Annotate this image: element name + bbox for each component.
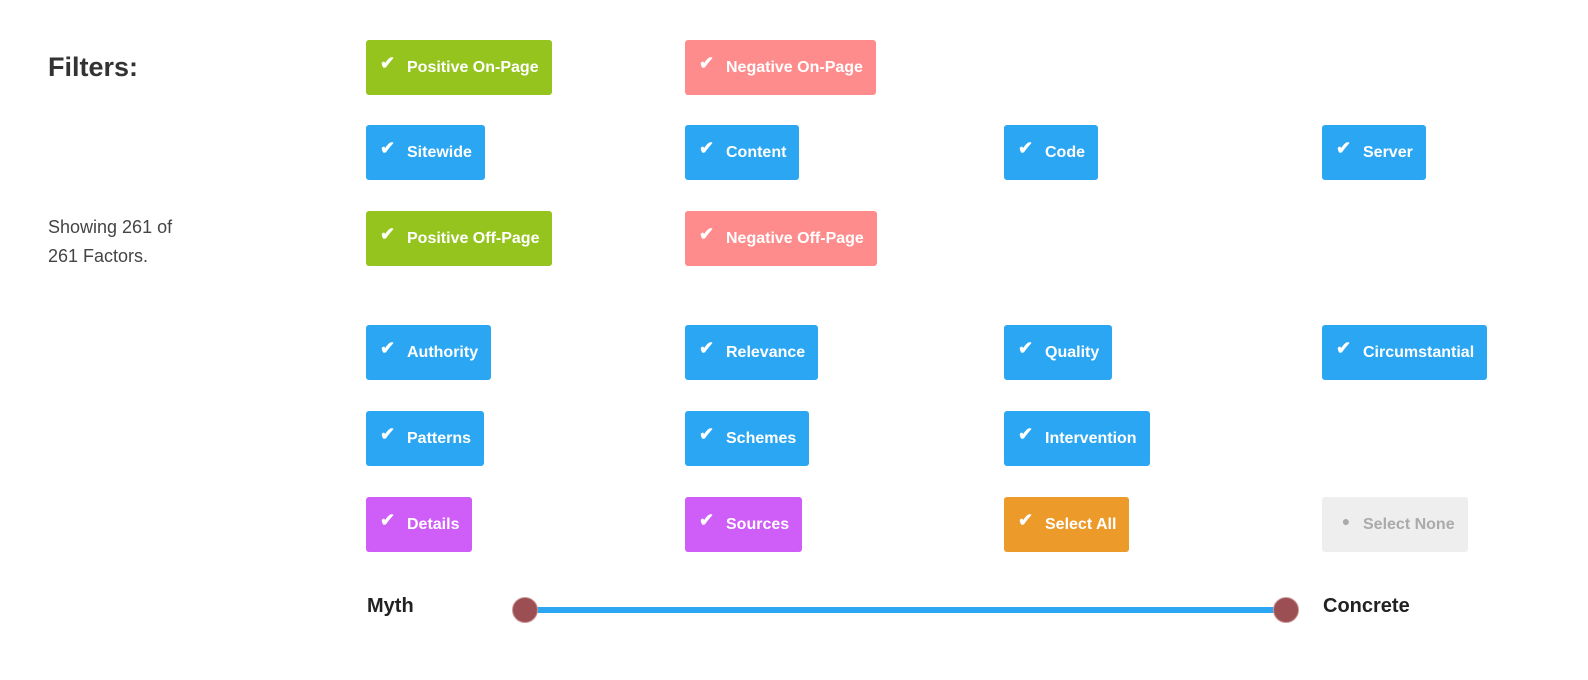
filter-sitewide-button[interactable]: ✔ Sitewide — [366, 125, 485, 180]
filter-sources-button[interactable]: ✔ Sources — [685, 497, 803, 552]
filter-label: Authority — [407, 343, 479, 361]
check-icon: ✔ — [380, 424, 396, 444]
slider-handle-low[interactable] — [512, 597, 538, 623]
check-icon: ✔ — [1018, 138, 1034, 158]
filter-positive-off-page-button[interactable]: ✔ Positive Off-Page — [366, 211, 553, 266]
filter-label: Details — [407, 515, 460, 533]
filter-row: ✔ Authority ✔ Relevance ✔ Quality ✔ Circumstant… — [366, 325, 1566, 380]
filter-label: Quality — [1045, 343, 1100, 361]
check-icon: ✔ — [699, 138, 715, 158]
filter-quality-button[interactable]: ✔ Quality — [1004, 325, 1113, 380]
filter-label: Select None — [1363, 515, 1455, 533]
check-icon: ✔ — [380, 224, 396, 244]
slider-max-label: Concrete — [1323, 595, 1410, 617]
filter-label: Negative On-Page — [726, 58, 863, 76]
filter-row: ✔ Positive Off-Page ✔ Negative Off-Page — [366, 211, 1566, 266]
filter-circumstantial-button[interactable]: ✔ Circumstantial — [1322, 325, 1488, 380]
filter-label: Schemes — [726, 429, 797, 447]
filter-label: Select All — [1045, 515, 1117, 533]
slider-min-label: Myth — [367, 595, 414, 617]
filter-label: Circumstantial — [1363, 343, 1475, 361]
filter-schemes-button[interactable]: ✔ Schemes — [685, 411, 810, 466]
check-icon: ✔ — [699, 510, 715, 530]
filter-authority-button[interactable]: ✔ Authority — [366, 325, 492, 380]
filter-label: Server — [1363, 143, 1413, 161]
filter-row: ✔ Patterns ✔ Schemes ✔ Intervention — [366, 411, 1566, 466]
filter-relevance-button[interactable]: ✔ Relevance — [685, 325, 819, 380]
check-icon: ✔ — [1018, 424, 1034, 444]
slider-handle-high[interactable] — [1273, 597, 1299, 623]
filter-label: Intervention — [1045, 429, 1137, 447]
filter-label: Sitewide — [407, 143, 472, 161]
filter-select-all-button[interactable]: ✔ Select All — [1004, 497, 1130, 552]
filter-label: Positive On-Page — [407, 58, 539, 76]
filter-row: ✔ Positive On-Page ✔ Negative On-Page — [366, 40, 1566, 95]
filter-label: Content — [726, 143, 787, 161]
filter-label: Positive Off-Page — [407, 229, 540, 247]
slider-track[interactable] — [525, 607, 1286, 613]
filter-negative-on-page-button[interactable]: ✔ Negative On-Page — [685, 40, 876, 95]
check-icon: ✔ — [1018, 510, 1034, 530]
filter-server-button[interactable]: ✔ Server — [1322, 125, 1426, 180]
check-icon: ✔ — [699, 338, 715, 358]
check-icon: ✔ — [699, 53, 715, 73]
filter-label: Negative Off-Page — [726, 229, 864, 247]
filter-negative-off-page-button[interactable]: ✔ Negative Off-Page — [685, 211, 877, 266]
filters-heading: Filters: — [48, 52, 139, 82]
check-icon: ✔ — [380, 53, 396, 73]
filter-positive-on-page-button[interactable]: ✔ Positive On-Page — [366, 40, 552, 95]
check-icon: ✔ — [699, 424, 715, 444]
filter-content-button[interactable]: ✔ Content — [685, 125, 800, 180]
filter-label: Sources — [726, 515, 790, 533]
filter-code-button[interactable]: ✔ Code — [1004, 125, 1098, 180]
filter-label: Relevance — [726, 343, 806, 361]
check-icon: ✔ — [699, 224, 715, 244]
filter-intervention-button[interactable]: ✔ Intervention — [1004, 411, 1150, 466]
check-icon: ✔ — [380, 510, 396, 530]
dot-icon: ● — [1341, 512, 1351, 529]
filter-patterns-button[interactable]: ✔ Patterns — [366, 411, 485, 466]
results-count: Showing 261 of 261 Factors. — [48, 217, 173, 266]
filter-row: ✔ Details ✔ Sources ✔ Select All ● Select None — [366, 497, 1566, 552]
check-icon: ✔ — [1336, 338, 1352, 358]
filter-label: Code — [1045, 143, 1085, 161]
check-icon: ✔ — [1018, 338, 1034, 358]
check-icon: ✔ — [380, 338, 396, 358]
filter-label: Patterns — [407, 429, 472, 447]
filter-row: ✔ Sitewide ✔ Content ✔ Code ✔ Server — [366, 125, 1566, 180]
filter-details-button[interactable]: ✔ Details — [366, 497, 473, 552]
check-icon: ✔ — [1336, 138, 1352, 158]
filter-select-none-button[interactable]: ● Select None — [1322, 497, 1468, 552]
check-icon: ✔ — [380, 138, 396, 158]
